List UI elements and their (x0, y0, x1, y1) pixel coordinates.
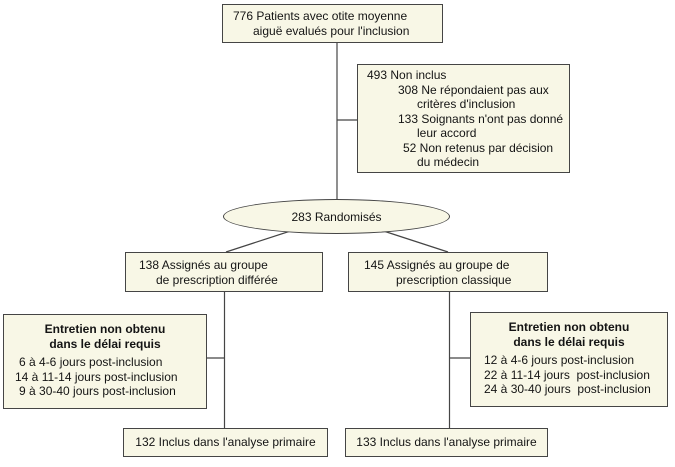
deferred-group-line-2: de prescription différée (156, 272, 278, 287)
deferred-prescription-group-box: 138 Assignés au groupe de prescription d… (125, 252, 323, 292)
left-followup-header-line-2: dans le délai requis (49, 336, 161, 351)
not-included-reason-2-cont: leur accord (417, 126, 477, 140)
right-followup-item-1: 12 à 4-6 jours post-inclusion (484, 353, 635, 367)
right-primary-analysis-box: 133 Inclus dans l'analyse primaire (345, 428, 548, 457)
left-followup-header-line-1: Entretien non obtenu (44, 322, 166, 336)
not-included-reason-3-cont: du médecin (417, 155, 480, 169)
classic-group-line-2: prescription classique (396, 272, 512, 287)
left-primary-analysis-box: 132 Inclus dans l'analyse primaire (123, 428, 328, 457)
left-followup-item-3: 9 à 30-40 jours post-inclusion (19, 384, 176, 398)
randomised-ellipse: 283 Randomisés (223, 199, 450, 234)
right-primary-analysis-label: 133 Inclus dans l'analyse primaire (356, 435, 537, 449)
deferred-group-line-1: 138 Assignés au groupe (139, 258, 268, 272)
classic-group-line-1: 145 Assignés au groupe de (364, 258, 510, 272)
right-followup-missed-box: Entretien non obtenu dans le délai requi… (470, 312, 668, 407)
not-included-reason-1-cont: critères d'inclusion (417, 97, 516, 111)
not-included-box: 493 Non inclus 308 Ne répondaient pas au… (357, 64, 570, 173)
right-followup-item-2: 22 à 11-14 jours post-inclusion (484, 367, 650, 382)
classic-prescription-group-box: 145 Assignés au groupe de prescription c… (348, 252, 548, 292)
right-followup-item-3: 24 à 30-40 jours post-inclusion (484, 382, 651, 396)
not-included-total: 493 Non inclus (367, 68, 447, 82)
not-included-reason-3: 52 Non retenus par décision (403, 140, 554, 155)
assessed-patients-line-2: aiguë evalués pour l'inclusion (253, 23, 410, 38)
right-followup-header-line-1: Entretien non obtenu (508, 320, 630, 334)
left-followup-missed-box: Entretien non obtenu dans le délai requi… (3, 314, 207, 409)
randomised-label: 283 Randomisés (291, 209, 382, 224)
assessed-patients-box: 776 Patients avec otite moyenne aiguë ev… (222, 4, 443, 43)
assessed-patients-line-1: 776 Patients avec otite moyenne (233, 9, 408, 23)
not-included-reason-2: 133 Soignants n'ont pas donné (398, 111, 564, 126)
left-followup-item-1: 6 à 4-6 jours post-inclusion (19, 355, 163, 369)
left-primary-analysis-label: 132 Inclus dans l'analyse primaire (135, 435, 316, 449)
right-followup-header-line-2: dans le délai requis (513, 334, 625, 349)
not-included-reason-1: 308 Ne répondaient pas aux (398, 82, 549, 97)
right-followup-header: Entretien non obtenu dans le délai requi… (471, 320, 667, 349)
left-followup-header: Entretien non obtenu dans le délai requi… (4, 322, 206, 351)
left-followup-item-2: 14 à 11-14 jours post-inclusion (15, 369, 178, 384)
